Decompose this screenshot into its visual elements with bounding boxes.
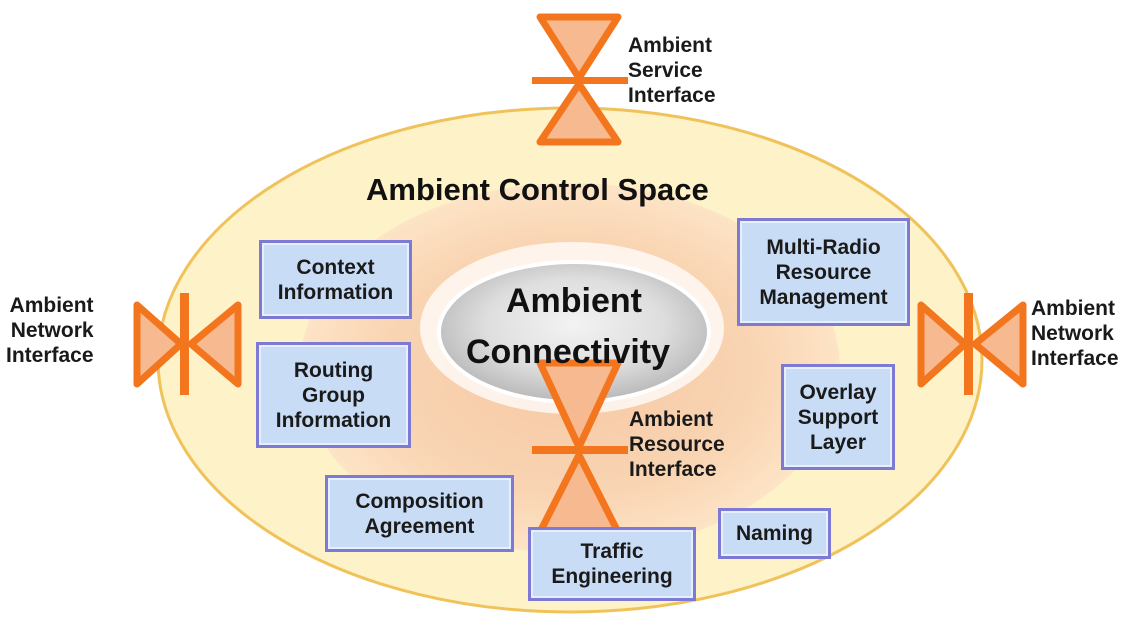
context-information-box: Context Information [259,240,412,319]
multi-radio-resource-management-box: Multi-Radio Resource Management [737,218,910,326]
right-network-interface-connector [917,293,1027,395]
label-line: Ambient [628,34,712,57]
control-space-title: Ambient Control Space [366,172,709,207]
label-line: Resource [629,433,725,456]
resource-interface-label: Ambient Resource Interface [629,407,725,482]
overlay-support-layer-box: Overlay Support Layer [781,364,895,470]
label-line: Network [10,319,94,342]
box-line: Group [302,383,365,407]
label-line: Ambient [9,294,94,317]
service-interface-label: Ambient Service Interface [628,33,716,108]
resource-interface-connector [532,359,628,536]
box-line: Agreement [364,514,475,538]
left-network-interface-label: Ambient Network Interface [6,293,94,368]
box-line: Multi-Radio [766,235,881,259]
left-network-interface-connector [133,293,242,395]
label-line: Interface [628,84,716,107]
label-line: Ambient [1031,297,1115,320]
connectivity-label-line2: Connectivity [466,333,671,371]
box-line: Management [759,285,888,309]
box-line: Information [277,280,394,304]
box-line: Layer [809,430,867,454]
box-line: Overlay [799,380,877,404]
box-line: Engineering [551,565,673,588]
traffic-engineering-box: Traffic Engineering [528,527,696,601]
box-line: Traffic [580,540,644,563]
label-line: Interface [6,344,94,367]
connectivity-label-line1: Ambient [506,282,642,320]
box-line: Naming [735,522,813,545]
label-line: Ambient [629,408,713,431]
label-line: Network [1031,322,1114,345]
box-line: Support [797,405,879,429]
box-line: Composition [355,489,484,513]
right-network-interface-label: Ambient Network Interface [1031,296,1119,371]
box-line: Resource [775,260,872,284]
box-line: Context [296,255,375,279]
label-line: Interface [1031,347,1119,370]
composition-agreement-box: Composition Agreement [325,475,514,552]
routing-group-information-box: Routing Group Information [256,342,411,448]
label-line: Service [628,59,703,82]
naming-box: Naming [718,508,831,559]
box-line: Information [275,408,392,432]
label-line: Interface [629,458,717,481]
service-interface-connector [532,13,628,146]
box-line: Routing [293,358,374,382]
